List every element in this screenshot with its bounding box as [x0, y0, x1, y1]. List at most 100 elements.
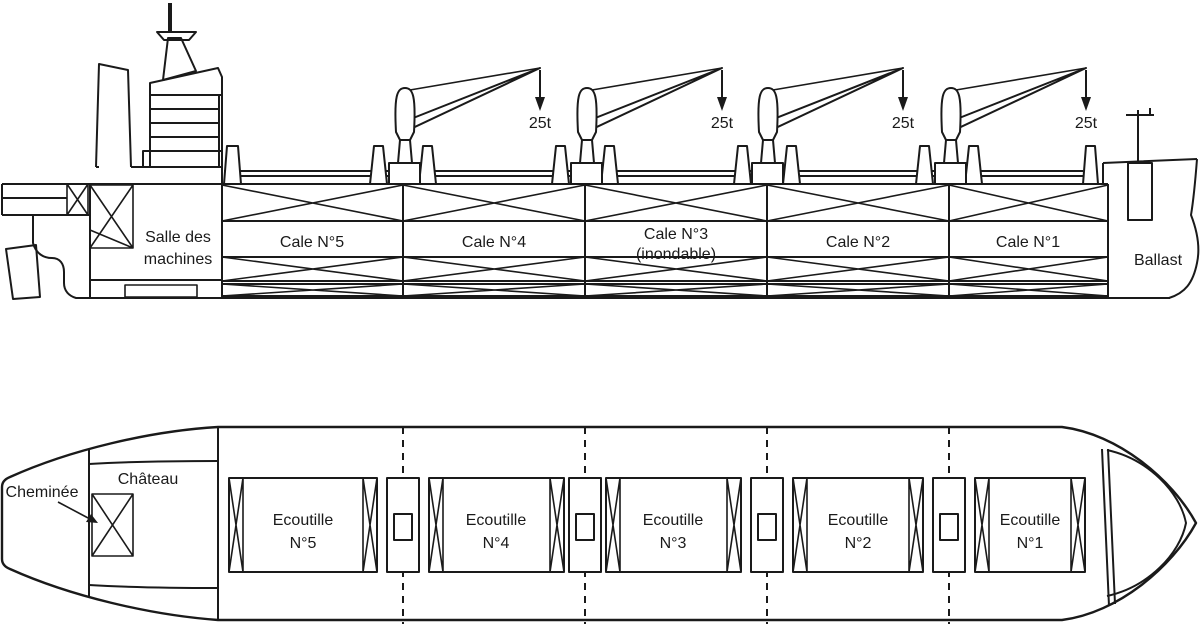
deckhouse-side-lines — [88, 460, 219, 589]
forecastle-break-line — [1101, 448, 1116, 607]
deck-posts — [223, 145, 1099, 185]
crane-base-3 — [750, 477, 784, 573]
crane-pedestal — [934, 162, 967, 185]
rudder — [5, 244, 41, 300]
double-bottom-lattice — [221, 283, 1109, 297]
crane-base-square — [939, 513, 959, 541]
hold-label-1: Cale N°1 — [996, 234, 1060, 251]
hatch-rect — [792, 477, 924, 573]
bridge-top — [149, 67, 223, 96]
funnel-label: Cheminée — [6, 484, 79, 501]
hatch-rect — [974, 477, 1086, 573]
side-view: Salle des machines Cale N°5 — [1, 3, 1200, 300]
crane-2: 25t — [570, 67, 734, 185]
hook-arrow-icon — [717, 97, 727, 111]
hatch-label-line1: Ecoutille — [466, 512, 527, 529]
crane-cable — [949, 67, 1087, 92]
castle-label: Château — [118, 471, 179, 488]
crane-cab — [757, 87, 779, 141]
hatches: Ecoutille N°5 Ecoutille N°4 — [228, 477, 1086, 573]
crane-boom — [943, 67, 1087, 134]
hatch-3: Ecoutille N°3 — [605, 477, 742, 573]
hatch-label-line2: N°3 — [660, 535, 687, 552]
crane-base-2 — [568, 477, 602, 573]
hatch-5: Ecoutille N°5 — [228, 477, 378, 573]
hatch-label-line2: N°2 — [845, 535, 872, 552]
hatch-rect — [605, 477, 742, 573]
hold-label-4: Cale N°4 — [462, 234, 526, 251]
cranes: 25t 25t 25t — [388, 67, 1098, 185]
crane-pedestal — [388, 162, 421, 185]
hook-arrow-icon — [1081, 97, 1091, 111]
forecastle-bow: Ballast — [1102, 108, 1200, 299]
hatch-label-line1: Ecoutille — [643, 512, 704, 529]
bow-inner-line — [1106, 449, 1187, 597]
hatch-label-line2: N°1 — [1017, 535, 1044, 552]
hook-arrow-icon — [535, 97, 545, 111]
crane-base-1 — [386, 477, 420, 573]
crane-column — [760, 139, 776, 164]
crane-boom — [397, 67, 541, 134]
crane-cab — [576, 87, 598, 141]
hatch-4: Ecoutille N°4 — [428, 477, 565, 573]
lower-lattice — [221, 256, 1109, 282]
crane-base-square — [575, 513, 595, 541]
crane-capacity-1: 25t — [529, 115, 552, 132]
hatch-label-line1: Ecoutille — [273, 512, 334, 529]
hatch-rect — [228, 477, 378, 573]
engine-room-label-line2: machines — [144, 251, 212, 268]
crane-base-square — [757, 513, 777, 541]
engine-room-label-line1: Salle des — [145, 229, 211, 246]
crane-column — [397, 139, 413, 164]
hold-label-2: Cale N°2 — [826, 234, 890, 251]
stern-poop-deck — [1, 183, 90, 216]
crane-capacity-2: 25t — [711, 115, 734, 132]
crane-base-square — [393, 513, 413, 541]
skeg-propeller-aperture — [32, 215, 90, 299]
hold-band-lines — [222, 184, 1109, 298]
crane-cable — [585, 67, 723, 92]
stern-cross-box — [66, 183, 89, 216]
fore-trunk — [1127, 162, 1153, 221]
crane-base-4 — [932, 477, 966, 573]
crane-boom — [579, 67, 723, 134]
fore-mast — [1126, 108, 1154, 163]
hatch-end-cross-panels — [228, 477, 378, 573]
crane-4: 25t — [934, 67, 1098, 185]
crane-1: 25t — [388, 67, 552, 185]
crane-cab — [940, 87, 962, 141]
hatch-label-line2: N°5 — [290, 535, 317, 552]
stern-gear — [5, 215, 90, 300]
post-pair-4 — [915, 145, 983, 185]
crane-cab — [394, 87, 416, 141]
funnel-plan-box — [91, 493, 134, 557]
funnel-arrow-icon — [86, 514, 98, 523]
funnel-arrow-line — [57, 501, 91, 520]
crane-column — [579, 139, 595, 164]
hatch-label-line1: Ecoutille — [1000, 512, 1061, 529]
post — [223, 145, 242, 185]
crane-cable — [403, 67, 541, 92]
crane-cable — [766, 67, 904, 92]
crane-boom — [760, 67, 904, 134]
crane-3: 25t — [751, 67, 915, 185]
crane-capacity-4: 25t — [1075, 115, 1098, 132]
crane-pedestal — [570, 162, 603, 185]
hatch-label-line2: N°4 — [483, 535, 510, 552]
hold-label-3: Cale N°3 — [644, 226, 708, 243]
upper-lattice — [221, 184, 1109, 222]
hook-arrow-icon — [898, 97, 908, 111]
post-fwd — [1082, 145, 1099, 185]
plan-view: Château Cheminée Ecoutille N°5 — [0, 425, 1198, 624]
superstructure — [95, 3, 223, 168]
funnel — [95, 63, 132, 168]
forecastle-deck — [1102, 158, 1198, 184]
deckhouse-boundaries — [88, 427, 219, 620]
engine-cross-box — [89, 184, 134, 249]
bow-stem — [1168, 158, 1200, 299]
mast-platform — [156, 31, 197, 41]
hatch-label-line1: Ecoutille — [828, 512, 889, 529]
hatch-end-cross-panels — [974, 477, 1086, 573]
